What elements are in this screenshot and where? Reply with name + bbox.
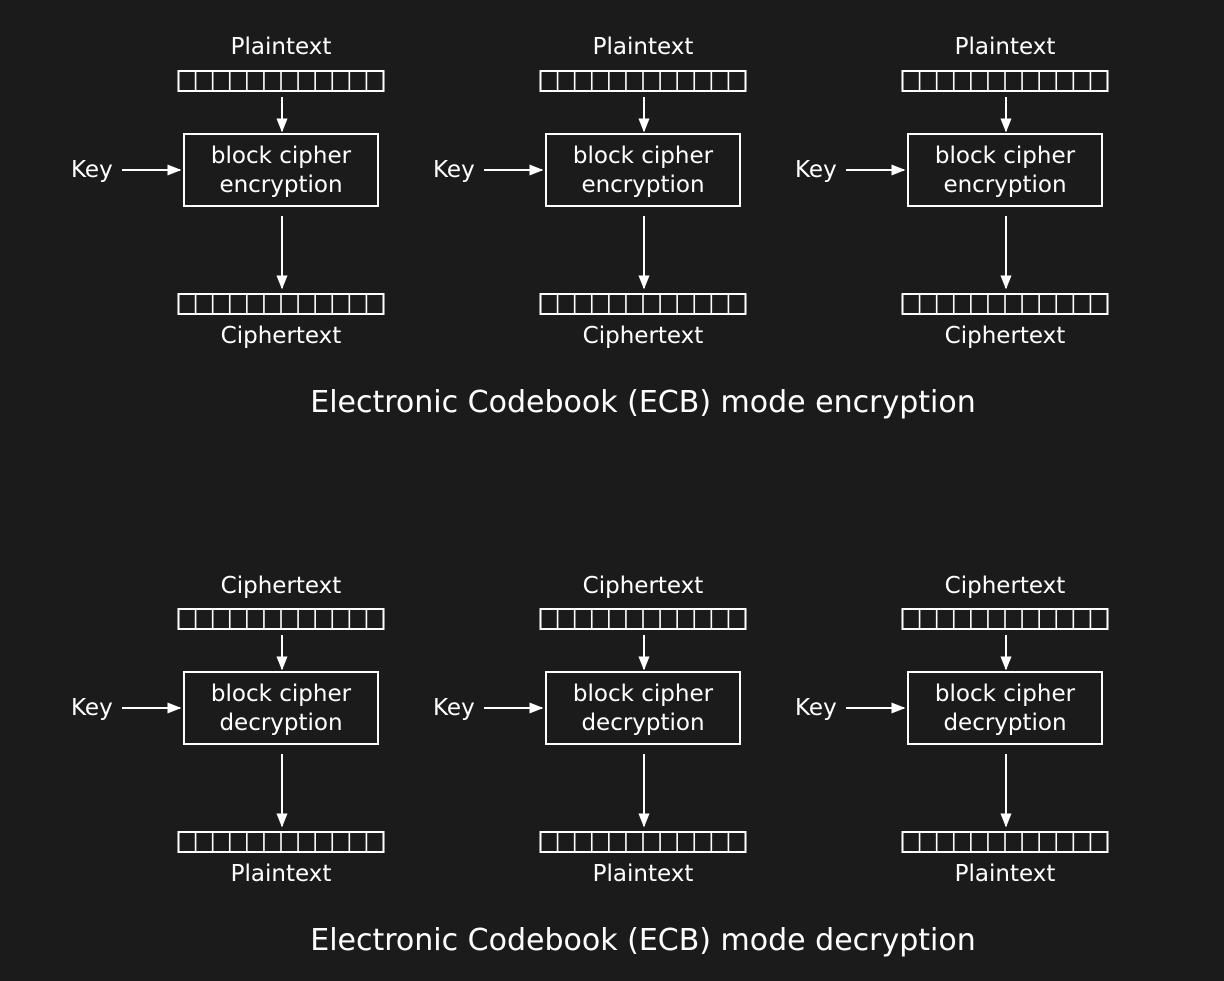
cipher-box-line1: block cipher [935,143,1076,169]
input-block [539,608,747,630]
cipher-box-line2: encryption [219,172,342,198]
key-label: Key [71,157,113,183]
input-label: Plaintext [955,34,1056,60]
decryption-section: Ciphertext Key block cipher decryption P… [71,573,1109,958]
input-block [177,608,385,630]
decryption-unit-2: Ciphertext Key block cipher decryption P… [433,573,747,887]
cipher-box-line2: encryption [581,172,704,198]
output-label: Ciphertext [945,323,1066,349]
output-block [177,831,385,853]
cipher-box [545,671,741,745]
input-label: Ciphertext [945,573,1066,599]
cipher-box [545,133,741,207]
encryption-section: Plaintext Key block cipher encryption Ci… [71,34,1109,420]
cipher-box-line2: decryption [943,710,1066,736]
output-label: Ciphertext [583,323,704,349]
input-label: Plaintext [593,34,694,60]
key-label: Key [795,157,837,183]
encryption-caption: Electronic Codebook (ECB) mode encryptio… [310,385,975,420]
key-label: Key [71,695,113,721]
key-label: Key [795,695,837,721]
key-label: Key [433,157,475,183]
cipher-box-line1: block cipher [573,143,714,169]
decryption-unit-1: Ciphertext Key block cipher decryption P… [71,573,385,887]
cipher-box [183,671,379,745]
output-label: Plaintext [231,861,332,887]
input-label: Ciphertext [583,573,704,599]
cipher-box-line2: decryption [219,710,342,736]
input-block [901,608,1109,630]
cipher-box-line2: decryption [581,710,704,736]
decryption-caption: Electronic Codebook (ECB) mode decryptio… [310,923,976,958]
output-block [901,293,1109,315]
input-label: Ciphertext [221,573,342,599]
output-label: Plaintext [593,861,694,887]
output-block [539,293,747,315]
output-label: Ciphertext [221,323,342,349]
output-label: Plaintext [955,861,1056,887]
encryption-unit-3: Plaintext Key block cipher encryption Ci… [795,34,1109,349]
input-block [177,70,385,92]
key-label: Key [433,695,475,721]
input-block [901,70,1109,92]
output-block [539,831,747,853]
cipher-box-line2: encryption [943,172,1066,198]
cipher-box [907,671,1103,745]
cipher-box-line1: block cipher [211,681,352,707]
output-block [901,831,1109,853]
input-block [539,70,747,92]
decryption-unit-3: Ciphertext Key block cipher decryption P… [795,573,1109,887]
cipher-box-line1: block cipher [935,681,1076,707]
encryption-unit-2: Plaintext Key block cipher encryption Ci… [433,34,747,349]
output-block [177,293,385,315]
cipher-box [907,133,1103,207]
cipher-box [183,133,379,207]
cipher-box-line1: block cipher [211,143,352,169]
encryption-unit-1: Plaintext Key block cipher encryption Ci… [71,34,385,349]
input-label: Plaintext [231,34,332,60]
cipher-box-line1: block cipher [573,681,714,707]
